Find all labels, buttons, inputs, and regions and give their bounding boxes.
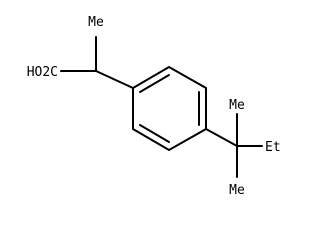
bonds [60, 36, 263, 178]
ethyl-label: Et [265, 140, 281, 155]
ring-inner-bond-1 [139, 74, 170, 93]
alpha-methyl-label: Me [88, 15, 104, 30]
ring-inner-bond-3 [139, 124, 170, 143]
carboxyl-label: HO2C [27, 65, 58, 80]
chemical-structure-diagram: HO2C Me Me Et Me [27, 15, 281, 198]
bond-ring-quaternary [205, 128, 238, 147]
bond-alpha-ring [95, 70, 134, 89]
quaternary-top-methyl-label: Me [229, 98, 245, 113]
quaternary-bottom-methyl-label: Me [229, 183, 245, 198]
benzene-ring [132, 65, 207, 152]
atom-labels: HO2C Me Me Et Me [27, 15, 281, 198]
